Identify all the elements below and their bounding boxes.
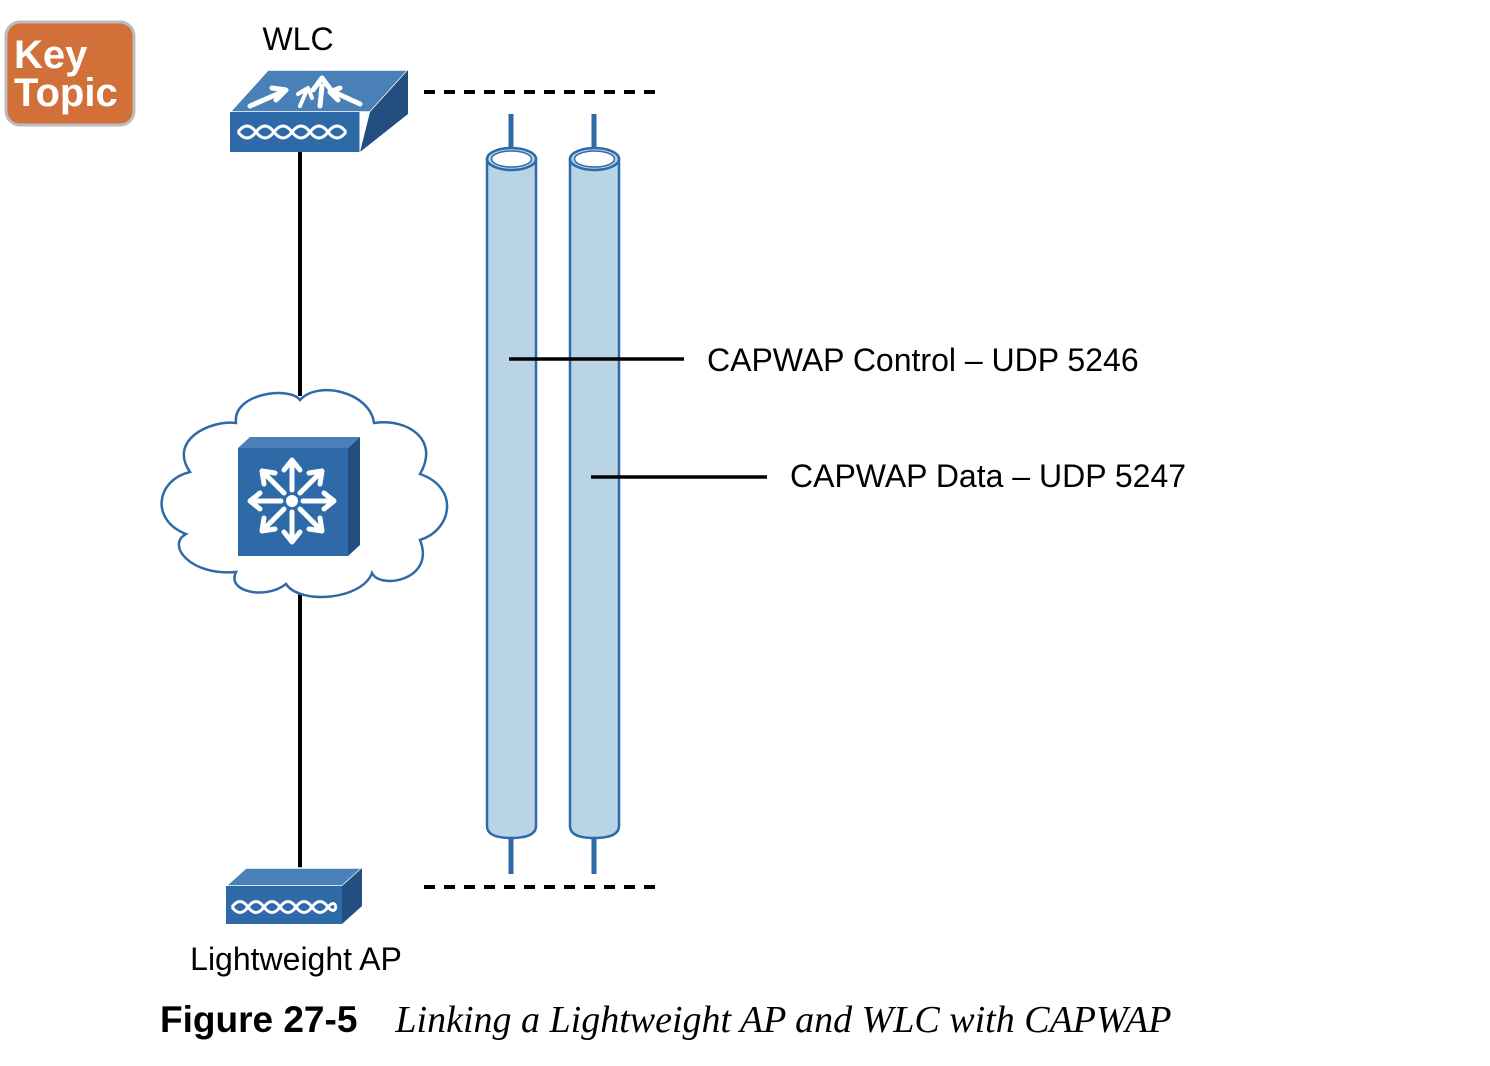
key-topic-line2: Topic [14,71,118,115]
key-topic-line1: Key [14,33,88,77]
layer3-switch-icon [238,437,360,556]
key-topic-badge: Key Topic [4,20,136,127]
capwap-control-label: CAPWAP Control – UDP 5246 [707,342,1139,378]
ap-label: Lightweight AP [190,941,402,977]
capwap-control-tunnel [485,114,538,874]
capwap-data-tunnel [568,114,621,874]
wlc-icon [228,69,410,152]
figure-number: Figure 27-5 [160,999,358,1040]
figure-title: Linking a Lightweight AP and WLC with CA… [395,999,1172,1041]
capwap-data-label: CAPWAP Data – UDP 5247 [790,458,1186,494]
figure-caption: Figure 27-5 Linking a Lightweight AP and … [160,998,1171,1042]
wlc-label: WLC [262,21,333,57]
lightweight-ap-icon [224,867,364,924]
